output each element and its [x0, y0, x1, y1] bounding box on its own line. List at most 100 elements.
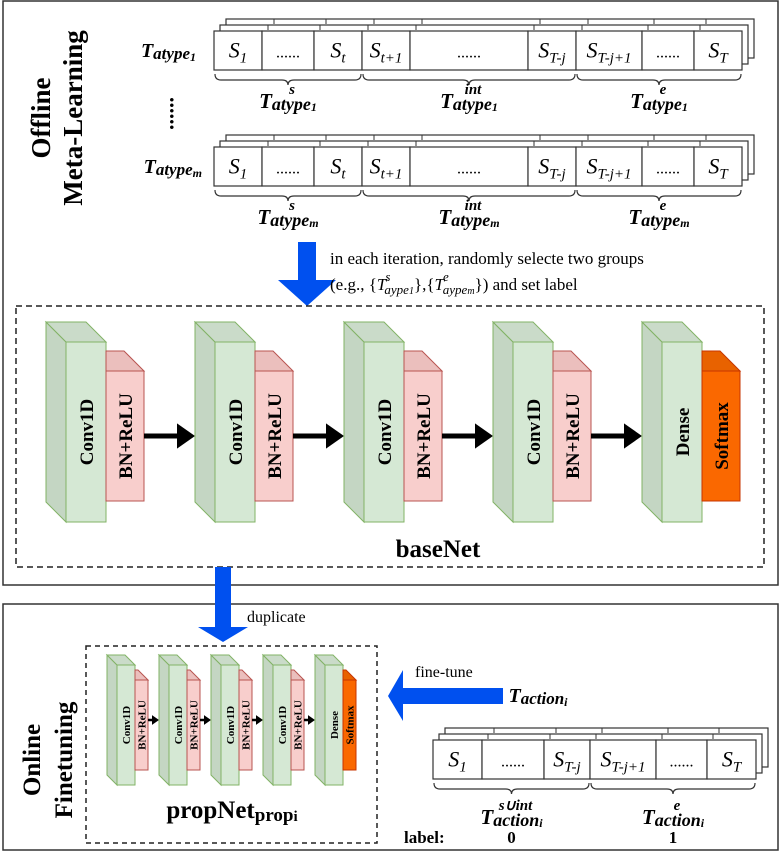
- bn-relu-label: BN+ReLU: [188, 700, 200, 750]
- flow-arrow: [148, 715, 159, 725]
- sequence-cell: [481, 739, 545, 780]
- flow-arrow: [591, 423, 642, 449]
- layer-top-face: [552, 350, 593, 372]
- flow-arrow: [442, 423, 493, 449]
- cell-label: S1: [229, 38, 248, 67]
- sequence-cell: [655, 739, 708, 780]
- group-brace: [362, 73, 576, 86]
- label-prefix: label:: [404, 828, 445, 847]
- block-side-face: [106, 653, 118, 787]
- cell-label: ST-j: [538, 154, 565, 183]
- conv1d-label: Conv1D: [121, 706, 133, 745]
- layer-top-face: [701, 350, 742, 372]
- group-label: Tactioni: [480, 805, 543, 830]
- layer-top-face: [290, 669, 306, 681]
- group-label: Tatypem: [628, 205, 689, 230]
- block-side-face: [492, 320, 514, 524]
- sequence-cell: [693, 30, 743, 71]
- sequence-name: Tactioni: [508, 685, 568, 709]
- block-side-face: [314, 653, 326, 787]
- flow-arrow: [200, 715, 211, 725]
- cell-ellipsis: ......: [276, 161, 300, 178]
- bn-relu-layer: [105, 370, 145, 502]
- sequence-cell: [432, 739, 483, 780]
- bn-relu-label: BN+ReLU: [292, 700, 304, 750]
- group-label-superscript: e: [660, 198, 667, 214]
- flow-arrow: [304, 715, 315, 725]
- group-label: Tatype1: [440, 89, 498, 114]
- propnet-container: [85, 645, 378, 844]
- online-title-line2: Finetuning: [51, 701, 78, 818]
- bn-relu-layer: [186, 679, 201, 771]
- block-front-face: [661, 341, 703, 523]
- cell-ellipsis: ......: [501, 754, 525, 771]
- cell-label: ST-j+1: [600, 747, 645, 776]
- group-brace: [590, 782, 756, 795]
- conv1d-label: Conv1D: [77, 399, 98, 466]
- cell-label: ST: [708, 38, 729, 67]
- group-label-superscript: s: [288, 198, 295, 214]
- flow-arrow: [252, 715, 263, 725]
- block-side-face: [210, 653, 222, 787]
- sequence-cell: [409, 30, 529, 71]
- group-label: Tatypem: [438, 205, 499, 230]
- cell-label: ST: [708, 154, 729, 183]
- group-label-superscript: e: [660, 82, 667, 98]
- conv1d-label: Conv1D: [226, 399, 247, 466]
- basenet-title: baseNet: [396, 536, 481, 563]
- sequence-cell: [313, 30, 363, 71]
- sequence-cell: [693, 146, 743, 187]
- conv1d-label: Conv1D: [225, 706, 237, 745]
- sequence-cell: [527, 30, 577, 71]
- layer-top-face: [342, 669, 358, 681]
- group-brace: [576, 73, 742, 86]
- cell-ellipsis: ......: [457, 45, 481, 62]
- cell-ellipsis: ......: [656, 161, 680, 178]
- sequence-cell: [313, 146, 363, 187]
- sequence-cell: [361, 30, 411, 71]
- cell-label: St+1: [370, 154, 403, 183]
- group-label: Tactioni: [642, 805, 705, 830]
- layer-top-face: [105, 350, 146, 372]
- propnet-title: propNetpropi: [166, 797, 297, 826]
- group-label: Tatype1: [630, 89, 688, 114]
- bn-relu-layer: [134, 679, 149, 771]
- sequence-cell: [589, 739, 657, 780]
- cell-label: St+1: [370, 38, 403, 67]
- conv1d-label: Conv1D: [277, 706, 289, 745]
- offline-title-line2: Meta-Learning: [58, 30, 88, 206]
- block-front-face: [65, 341, 107, 523]
- cell-ellipsis: ......: [276, 45, 300, 62]
- group-brace: [214, 189, 362, 202]
- layer-top-face: [134, 669, 150, 681]
- conv1d-label: Conv1D: [524, 399, 545, 466]
- softmax-label: Softmax: [712, 402, 733, 470]
- group-label-superscript: int: [465, 82, 483, 98]
- group-brace: [433, 782, 590, 795]
- flow-arrow: [144, 423, 195, 449]
- layer-top-face: [254, 350, 295, 372]
- online-section-title: Online Finetuning: [19, 701, 78, 818]
- sequence-name: Tatype1: [141, 40, 196, 64]
- offline-section-title: Offline Meta-Learning: [26, 30, 88, 206]
- finetune-label: fine-tune: [415, 664, 473, 681]
- sequence-cell: [261, 146, 315, 187]
- duplicate-arrow: [198, 567, 248, 642]
- sequence-cell: [575, 146, 643, 187]
- conv-block: Conv1D BN+ReLU: [193, 320, 295, 524]
- bn-relu-label: BN+ReLU: [240, 700, 252, 750]
- bn-relu-label: BN+ReLU: [116, 393, 137, 479]
- bn-relu-label: BN+ReLU: [265, 393, 286, 479]
- cell-label: ST-j: [553, 747, 580, 776]
